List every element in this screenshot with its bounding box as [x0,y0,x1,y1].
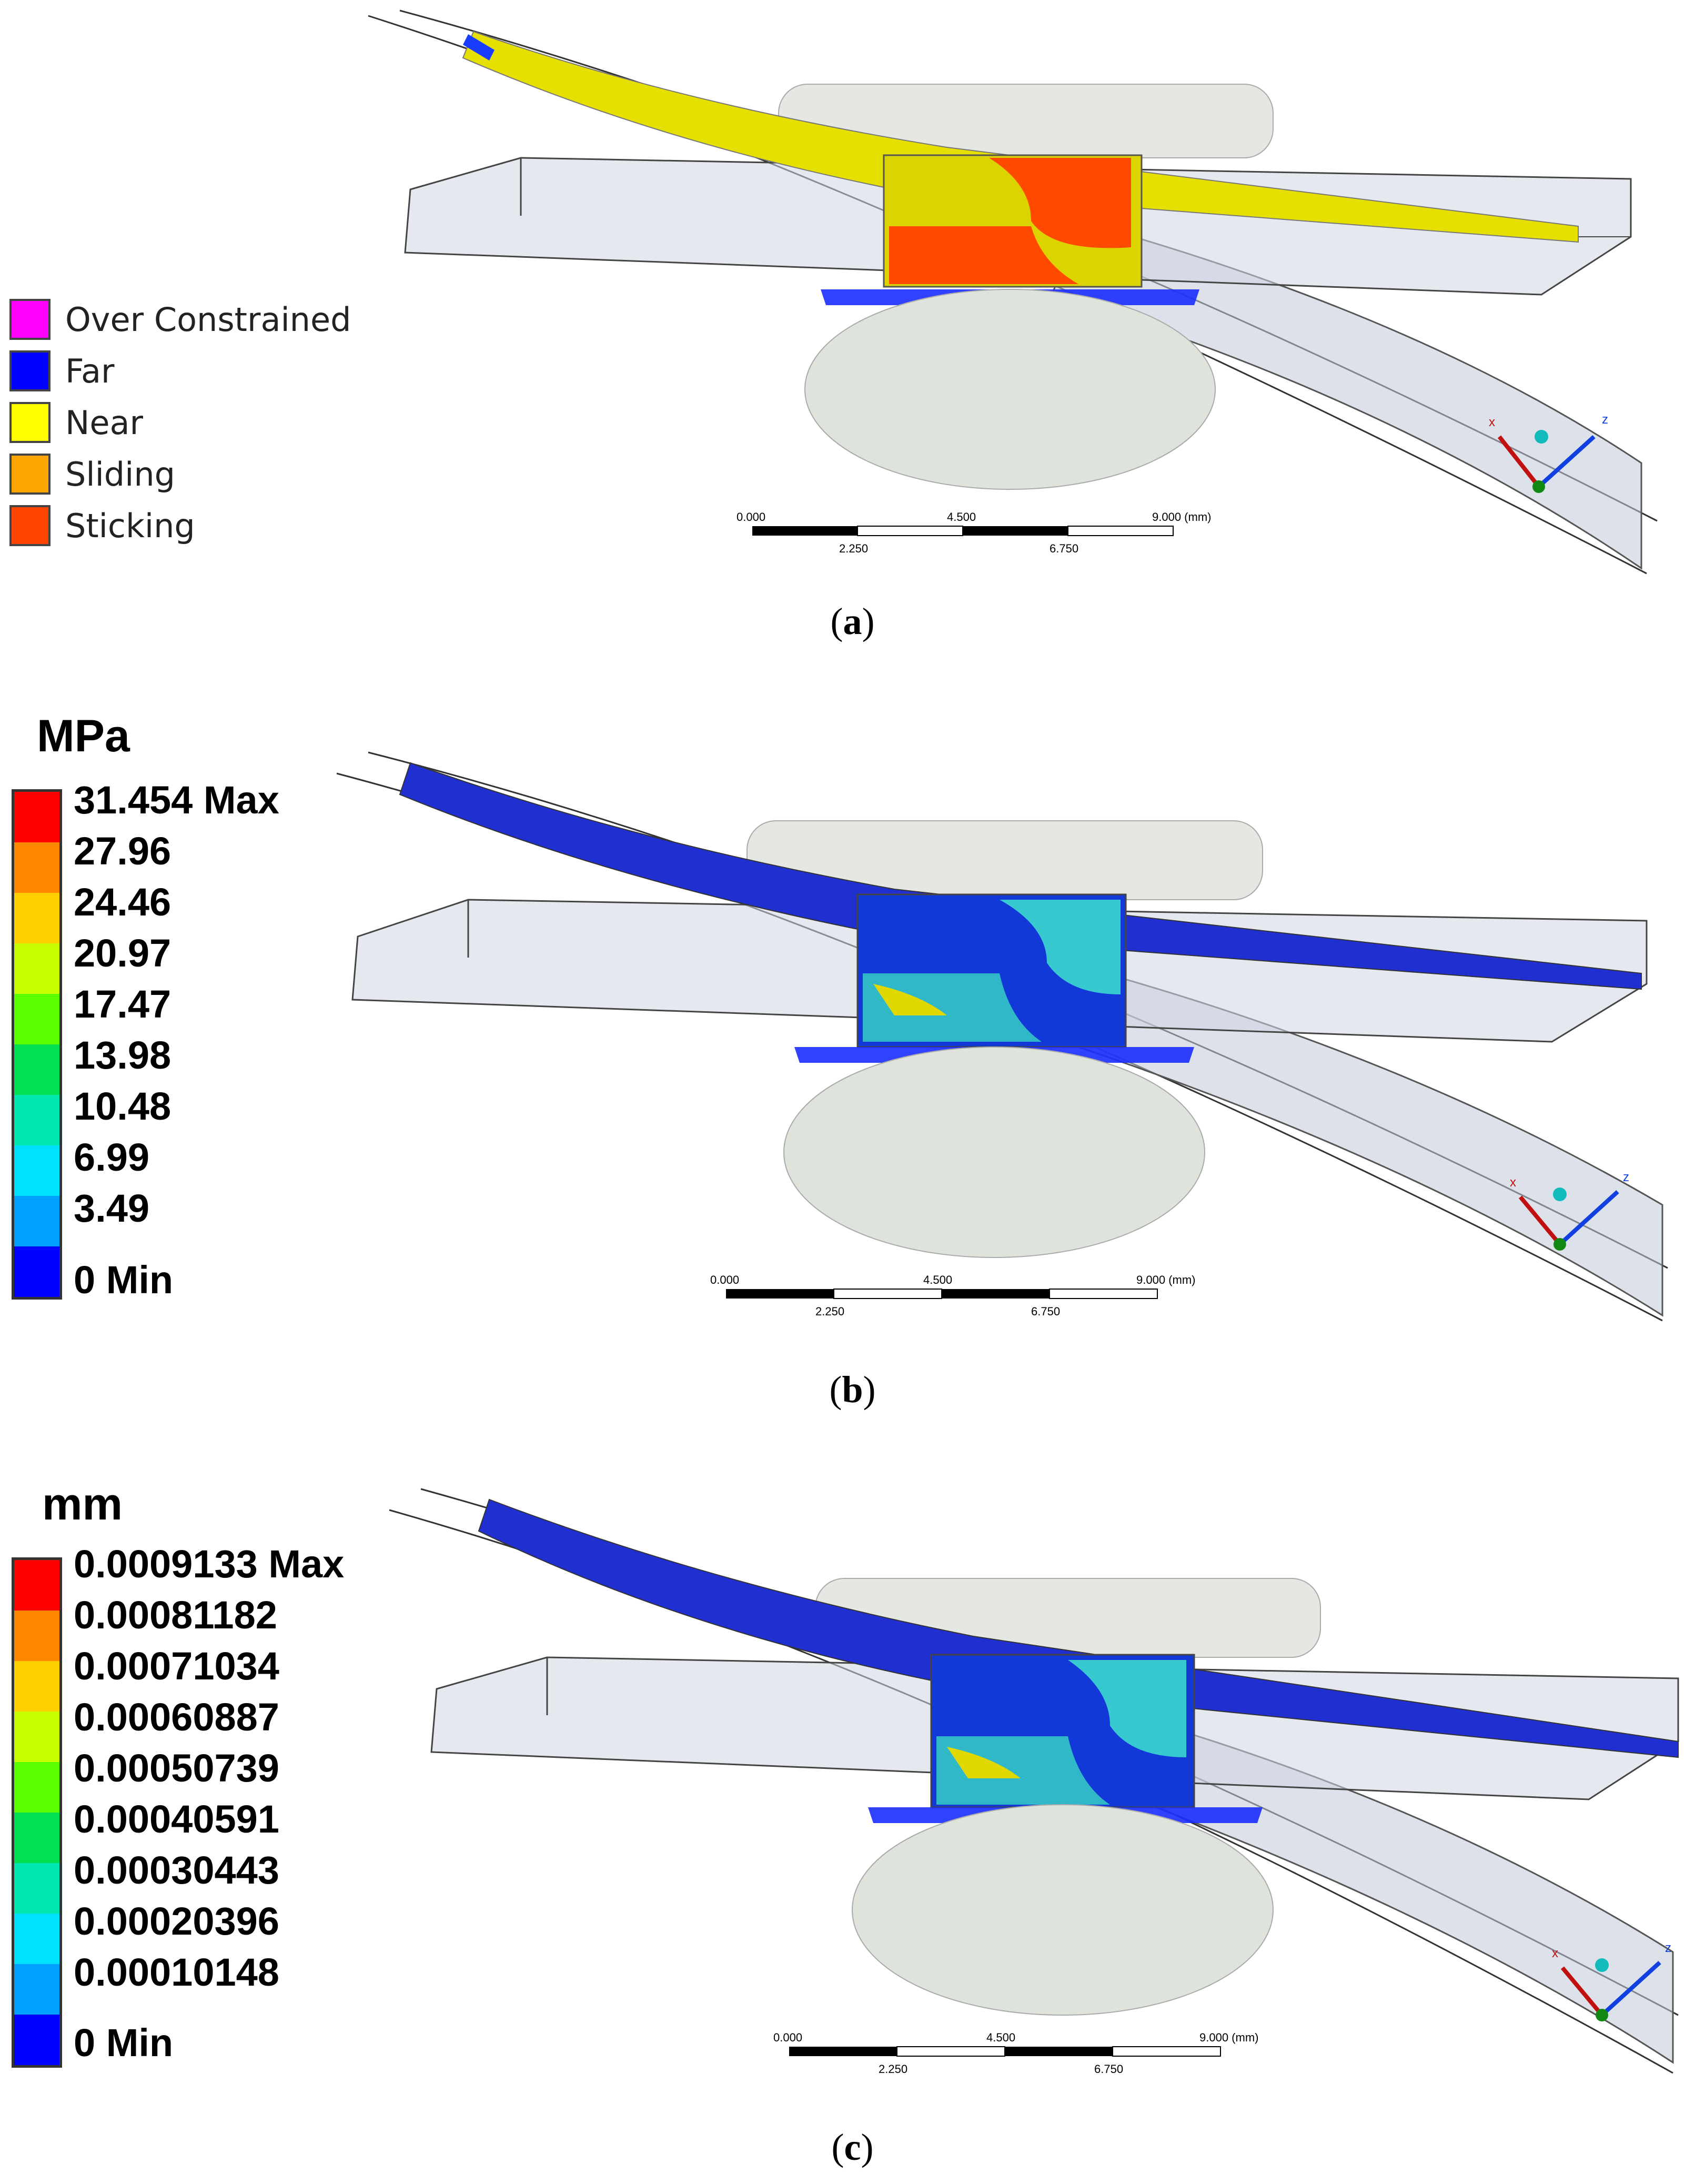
colorbar-segment [14,1914,59,1964]
colorbar-segment [14,842,59,893]
scale-tick-label: 4.500 [923,1273,952,1286]
scale-tick-label: 6.750 [1031,1305,1060,1318]
scale-tick-label: 9.000 (mm) [1199,2031,1258,2044]
colorbar-label: 0.00071034 [74,1644,279,1688]
colorbar-label: 24.46 [74,880,171,924]
colorbar-segment [14,2015,59,2065]
contact-status-render: x z 0.000 4.500 9.000 (mm) 2.250 6.750 [368,9,1658,575]
colorbar-label-max: 0.0009133 Max [74,1542,345,1586]
colorbar-unit: MPa [37,711,130,761]
colorbar-label: 6.99 [74,1135,150,1179]
z-axis-label: z [1665,1941,1671,1955]
caption-letter: c [844,2126,861,2168]
legend-swatch [9,505,51,546]
colorbar-segment [14,1044,59,1095]
colorbar-segment [14,1712,59,1762]
colorbar-segment [14,943,59,994]
colorbar-label: 3.49 [74,1186,150,1230]
colorbar-segment [14,1196,59,1246]
legend-swatch [9,350,51,391]
legend-swatch [9,402,51,443]
colorbar-unit: mm [42,1479,123,1529]
colorbar-label: 0.00030443 [74,1848,279,1892]
colorbar-label: 27.96 [74,829,171,873]
colorbar-segment [14,893,59,943]
legend-label: Over Constrained [65,300,351,339]
x-axis-label: x [1552,1946,1558,1960]
colorbar-label: 0.00020396 [74,1899,279,1943]
colorbar-label: 10.48 [74,1084,171,1128]
scale-tick-label: 4.500 [947,510,976,524]
colorbar-segment [14,1813,59,1863]
colorbar-label: 17.47 [74,982,171,1026]
deformation-render: x z 0.000 4.500 9.000 (mm) 2.250 6.750 [389,1488,1679,2076]
scale-tick-label: 0.000 [773,2031,802,2044]
x-axis-label: x [1510,1175,1516,1190]
scale-tick-label: 0.000 [710,1273,739,1286]
legend-item-sliding: Sliding [9,454,175,495]
caption-letter: b [842,1368,863,1411]
panel-b: x z 0.000 4.500 9.000 (mm) 2.250 6.750 M… [0,700,1705,1436]
colorbar-segment [14,1964,59,2015]
colorbar-segment [14,1762,59,1813]
colorbar-label: 0.00040591 [74,1797,279,1841]
colorbar-label-min: 0 Min [74,1258,174,1302]
scale-tick-label: 2.250 [815,1305,844,1318]
colorbar-label-min: 0 Min [74,2021,174,2065]
scale-tick-label: 4.500 [986,2031,1015,2044]
legend-item-near: Near [9,402,143,443]
panel-a: x z 0.000 4.500 9.000 (mm) 2.250 6.750 O… [0,0,1705,684]
colorbar-segment [14,792,59,842]
scale-tick-label: 9.000 (mm) [1136,1273,1195,1286]
colorbar [12,1557,62,2068]
scale-tick-label: 0.000 [737,510,765,524]
scale-bar: 0.000 4.500 9.000 (mm) 2.250 6.750 [710,1273,1195,1318]
legend-label: Far [65,351,115,390]
colorbar-segment [14,1246,59,1297]
legend-item-over-constrained: Over Constrained [9,299,351,340]
colorbar-label-max: 31.454 Max [74,778,279,822]
colorbar-label: 13.98 [74,1033,171,1077]
scale-tick-label: 6.750 [1094,2062,1123,2076]
legend-label: Sliding [65,455,176,494]
scale-bar: 0.000 4.500 9.000 (mm) 2.250 6.750 [773,2031,1258,2076]
legend-swatch [9,454,51,495]
colorbar-label: 0.00010148 [74,1950,279,1994]
panel-c: x z 0.000 4.500 9.000 (mm) 2.250 6.750 m… [0,1468,1705,2184]
colorbar-label: 0.00081182 [74,1593,277,1637]
caption-letter: a [843,600,862,642]
colorbar-segment [14,994,59,1044]
colorbar-segment [14,1863,59,1914]
colorbar-segment [14,1560,59,1611]
caption-c: (c) [831,2126,874,2168]
colorbar-label: 0.00050739 [74,1746,279,1790]
z-axis-label: z [1623,1170,1629,1184]
z-axis-label: z [1602,412,1608,427]
stress-render: x z 0.000 4.500 9.000 (mm) 2.250 6.750 [336,751,1668,1322]
legend-label: Sticking [65,506,195,545]
scale-tick-label: 2.250 [879,2062,907,2076]
colorbar-segment [14,1145,59,1196]
legend-item-far: Far [9,350,114,391]
colorbar-segment [14,1095,59,1145]
colorbar [12,789,62,1300]
legend-label: Near [65,403,144,442]
legend-item-sticking: Sticking [9,505,195,546]
caption-b: (b) [829,1368,876,1411]
colorbar-label: 0.00060887 [74,1695,279,1739]
scale-tick-label: 9.000 (mm) [1152,510,1211,524]
colorbar-segment [14,1661,59,1712]
caption-a: (a) [830,600,875,642]
x-axis-label: x [1489,415,1495,429]
legend-swatch [9,299,51,340]
scale-bar: 0.000 4.500 9.000 (mm) 2.250 6.750 [737,510,1211,555]
colorbar-label: 20.97 [74,931,171,975]
colorbar-segment [14,1611,59,1661]
scale-tick-label: 6.750 [1050,542,1078,555]
scale-tick-label: 2.250 [839,542,868,555]
